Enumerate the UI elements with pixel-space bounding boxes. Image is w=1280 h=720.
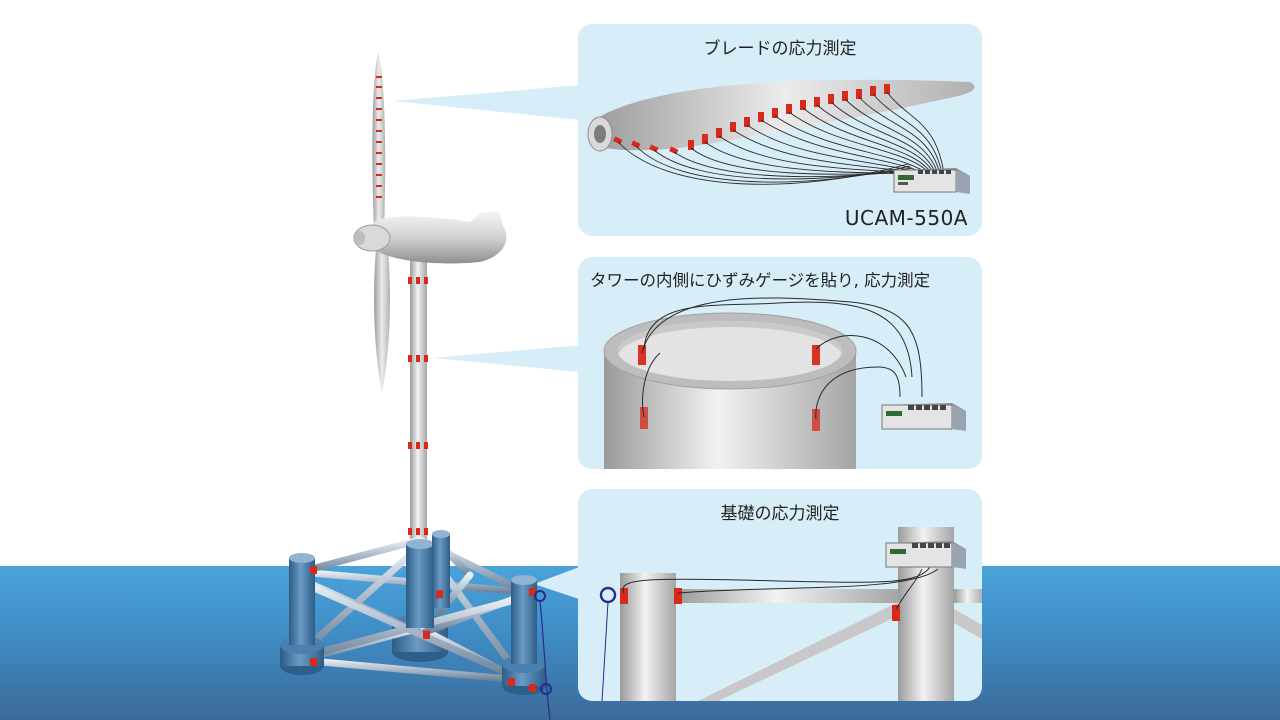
tower-strain-gauges: [408, 277, 428, 535]
tower-wires: [641, 297, 923, 420]
turbine-blade-upper: [372, 52, 386, 232]
tower-illustration: [603, 297, 966, 469]
foundation-panel-strain-gauges: [620, 588, 900, 621]
turbine-nacelle: [353, 212, 507, 264]
device-model-label: UCAM-550A: [844, 206, 968, 230]
callout-blade: [392, 85, 580, 120]
data-logger-device: [885, 541, 966, 569]
tower-stress-panel: タワーの内側にひずみゲージを貼り, 応力測定: [578, 257, 982, 469]
tower-panel-title: タワーの内側にひずみゲージを貼り, 応力測定: [590, 271, 931, 290]
turbine-blade-lower: [374, 248, 390, 393]
jacket-foundation: [280, 530, 546, 695]
cable-coil: [599, 586, 617, 604]
foundation-panel-title: 基礎の応力測定: [720, 504, 840, 524]
foundation-strain-gauges: [310, 566, 536, 692]
blade-stress-panel: ブレードの応力測定 UCAM-550A: [578, 24, 982, 236]
blade-panel-title: ブレードの応力測定: [703, 39, 857, 59]
cable-coils: [534, 590, 552, 720]
blade-strain-gauges: [613, 84, 890, 155]
foundation-stress-panel: 基礎の応力測定: [578, 489, 982, 701]
blade-illustration: [587, 79, 975, 194]
foundation-illustration: [599, 527, 982, 701]
data-logger-device: [881, 403, 966, 431]
data-logger-device: [893, 168, 970, 194]
callout-foundation: [534, 566, 582, 600]
callout-tower: [432, 345, 580, 372]
turbine-tower: [410, 258, 427, 540]
foundation-wires: [622, 566, 939, 610]
tower-panel-strain-gauges: [638, 345, 820, 431]
